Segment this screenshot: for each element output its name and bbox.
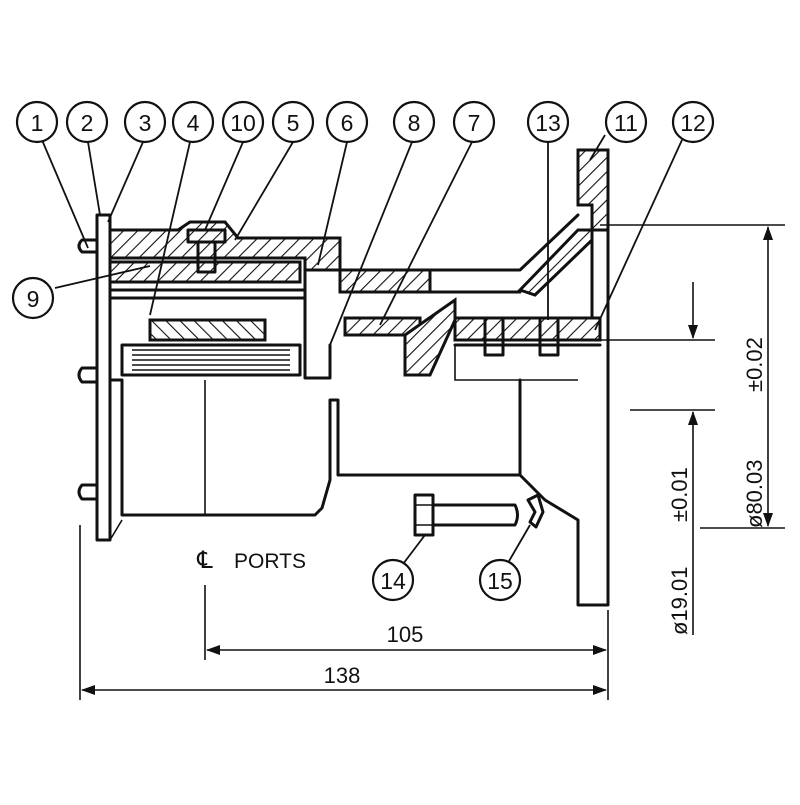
shaft-diameter-tolerance: ±0.01	[667, 467, 692, 522]
svg-text:14: 14	[380, 568, 406, 594]
balloon-7: 7	[452, 100, 496, 144]
balloon-3: 3	[123, 100, 167, 144]
balloon-15: 15	[478, 558, 522, 602]
dimension-ports-to-flange: 105	[206, 622, 607, 655]
balloon-1: 1	[15, 100, 59, 144]
bracket-bore-line	[454, 345, 578, 381]
balloon-10: 10	[221, 100, 265, 144]
impeller-vanes	[120, 343, 302, 377]
svg-text:7: 7	[468, 110, 481, 136]
dimension-overall-length: 138	[79, 525, 609, 700]
svg-text:6: 6	[341, 110, 354, 136]
overall-length-value: 138	[324, 663, 361, 688]
cover-plate	[95, 213, 112, 542]
bracket-upper-line	[428, 213, 580, 272]
svg-text:1: 1	[31, 110, 44, 136]
cross-hole-right	[538, 316, 560, 357]
impeller-end	[303, 268, 332, 380]
bolt-head	[413, 493, 435, 537]
flange-diameter-value: ø80.03	[742, 460, 767, 529]
body-upper-section	[108, 220, 342, 272]
shaft-diameter-value: ø19.01	[667, 567, 692, 636]
body-chamfer	[109, 519, 123, 541]
balloon-5: 5	[271, 100, 315, 144]
svg-text:5: 5	[287, 110, 300, 136]
svg-text:10: 10	[230, 110, 256, 136]
impeller-vane-lines	[132, 349, 290, 371]
ports-text: PORTS	[234, 550, 306, 573]
balloon-2: 2	[65, 100, 109, 144]
impeller-hub-section	[148, 318, 267, 342]
retaining-screw-head	[186, 228, 227, 244]
cover-screw-top	[77, 238, 99, 254]
shaft-housing-section	[453, 316, 602, 342]
svg-text:4: 4	[187, 110, 200, 136]
svg-text:11: 11	[614, 110, 638, 136]
balloon-12: 12	[671, 100, 715, 144]
svg-text:12: 12	[680, 110, 706, 136]
cover-screw-middle	[77, 366, 99, 384]
balloon-14: 14	[371, 558, 415, 602]
balloon-11: 11	[604, 100, 648, 144]
dimension-flange-diameter: ø80.03 ±0.02	[600, 224, 785, 529]
balloon-6: 6	[325, 100, 369, 144]
svg-text:2: 2	[81, 110, 94, 136]
bracket-arm-section	[517, 228, 594, 297]
lock-washer	[526, 493, 545, 529]
flange-diameter-tolerance: ±0.02	[742, 337, 767, 392]
balloon-13: 13	[526, 100, 570, 144]
svg-text:8: 8	[408, 110, 421, 136]
ports-to-flange-value: 105	[387, 622, 424, 647]
cross-hole-left	[483, 316, 505, 357]
pump-body-lower-outline	[108, 378, 522, 517]
svg-text:13: 13	[535, 110, 561, 136]
svg-text:9: 9	[27, 286, 40, 312]
shaft-upper	[108, 288, 307, 300]
pump-outline	[77, 148, 610, 660]
balloon-9: 9	[11, 276, 55, 320]
flange-section-top	[576, 148, 610, 232]
dimension-shaft-diameter: ø19.01 ±0.01	[600, 282, 715, 635]
retaining-screw-shank	[196, 240, 217, 274]
cover-screw-bottom	[77, 483, 99, 501]
svg-text:3: 3	[139, 110, 152, 136]
ports-label: ℄ PORTS	[196, 547, 306, 574]
centerline-symbol: ℄	[196, 547, 213, 574]
bolt-shank	[431, 503, 519, 527]
svg-text:15: 15	[487, 568, 513, 594]
balloon-8: 8	[392, 100, 436, 144]
balloon-4: 4	[171, 100, 215, 144]
bearing-carrier-section	[403, 297, 457, 377]
loose-parts	[413, 493, 545, 537]
leader-lines	[41, 134, 683, 569]
